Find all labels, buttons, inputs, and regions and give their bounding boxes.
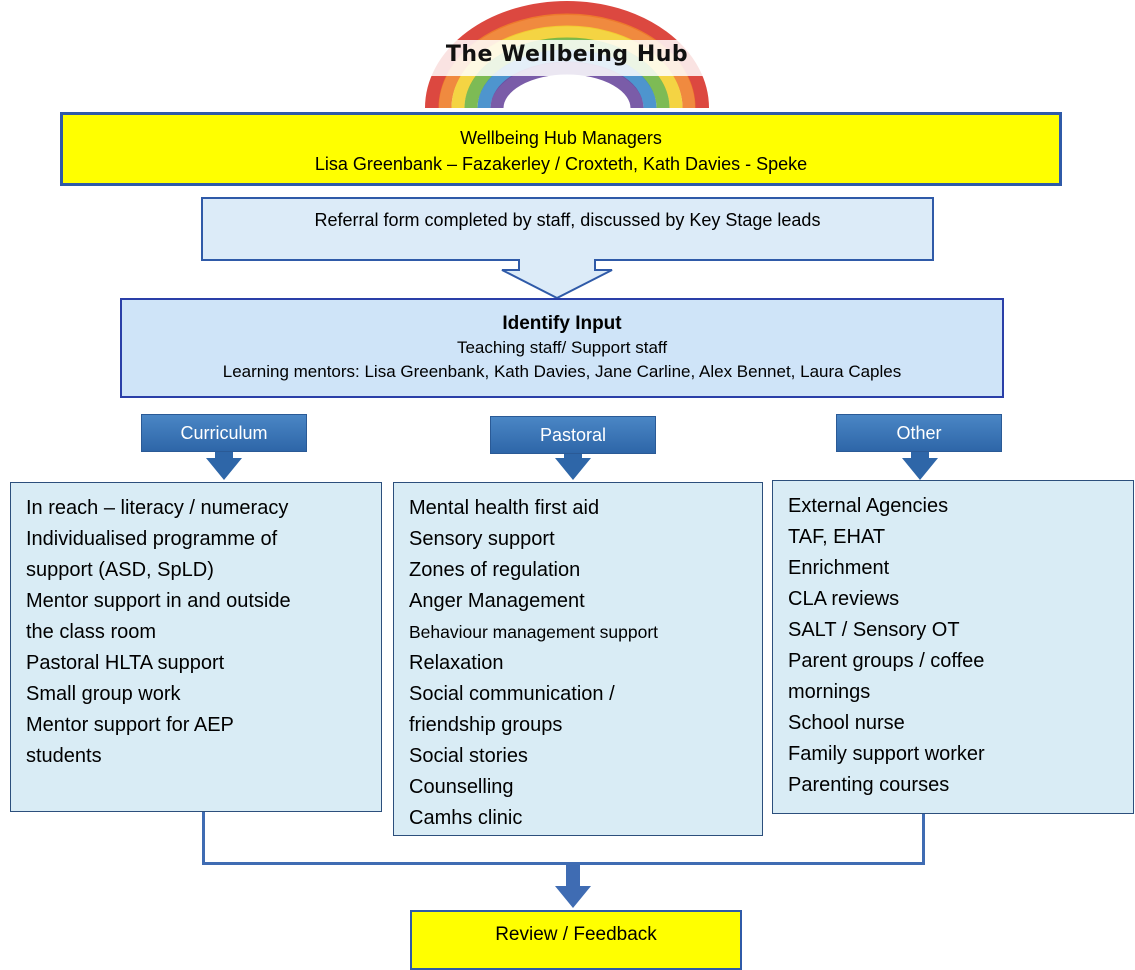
other-arrow-stem: [911, 452, 929, 460]
identify-mentors: Learning mentors: Lisa Greenbank, Kath D…: [222, 362, 902, 381]
other-arrow-icon: [902, 458, 938, 480]
curriculum-box: In reach – literacy / numeracy Individua…: [10, 482, 382, 812]
managers-names: Lisa Greenbank – Fazakerley / Croxteth, …: [314, 154, 808, 174]
list-item: Mentor support in and outside: [26, 590, 291, 612]
list-item: students: [26, 745, 102, 767]
pastoral-arrow-stem: [564, 454, 582, 460]
pastoral-arrow-icon: [555, 458, 591, 480]
connector-center-stem: [566, 864, 580, 888]
tab-curriculum: Curriculum: [141, 414, 307, 452]
identify-input-box: Identify Input Teaching staff/ Support s…: [120, 298, 1004, 398]
managers-heading: Wellbeing Hub Managers: [460, 128, 662, 148]
list-item: Social communication /: [409, 683, 615, 705]
list-item: Camhs clinic: [409, 807, 523, 829]
review-text: Review / Feedback: [495, 924, 657, 945]
pastoral-box: Mental health first aid Sensory support …: [393, 482, 763, 836]
list-item: friendship groups: [409, 714, 563, 736]
list-item: Enrichment: [788, 557, 890, 579]
other-box: External Agencies TAF, EHAT Enrichment C…: [772, 480, 1134, 814]
connector-right: [922, 814, 925, 864]
list-item: mornings: [788, 681, 871, 703]
list-item: Counselling: [409, 776, 514, 798]
list-item: Anger Management: [409, 590, 585, 612]
list-item: Small group work: [26, 683, 181, 705]
referral-text: Referral form completed by staff, discus…: [314, 210, 821, 230]
rainbow-logo-icon: [424, 1, 710, 108]
identify-staff: Teaching staff/ Support staff: [456, 338, 668, 357]
review-arrow-icon: [555, 886, 591, 908]
connector-horizontal: [202, 862, 925, 865]
list-item: Zones of regulation: [409, 559, 581, 581]
page-title: The Wellbeing Hub: [445, 42, 689, 67]
list-item: TAF, EHAT: [788, 526, 886, 548]
connector-left: [202, 812, 205, 864]
list-item: CLA reviews: [788, 588, 900, 610]
tab-other: Other: [836, 414, 1002, 452]
tab-pastoral: Pastoral: [490, 416, 656, 454]
list-item: External Agencies: [788, 495, 949, 517]
list-item: SALT / Sensory OT: [788, 619, 960, 641]
managers-box: Wellbeing Hub Managers Lisa Greenbank – …: [60, 112, 1062, 186]
list-item: Parent groups / coffee: [788, 650, 985, 672]
list-item: Parenting courses: [788, 774, 950, 796]
list-item: Pastoral HLTA support: [26, 652, 225, 674]
identify-title: Identify Input: [502, 313, 622, 334]
list-item: Sensory support: [409, 528, 555, 550]
list-item: Behaviour management support: [409, 622, 659, 642]
list-item: Social stories: [409, 745, 528, 767]
review-feedback-box: Review / Feedback: [410, 910, 742, 970]
list-item: Mental health first aid: [409, 497, 600, 519]
list-item: the class room: [26, 621, 157, 643]
list-item: support (ASD, SpLD): [26, 559, 214, 581]
list-item: Family support worker: [788, 743, 985, 765]
curriculum-arrow-icon: [206, 458, 242, 480]
list-item: School nurse: [788, 712, 905, 734]
list-item: In reach – literacy / numeracy: [26, 497, 289, 519]
referral-callout-shape: [201, 197, 934, 300]
list-item: Mentor support for AEP: [26, 714, 234, 736]
curriculum-arrow-stem: [215, 452, 233, 460]
list-item: Individualised programme of: [26, 528, 278, 550]
list-item: Relaxation: [409, 652, 504, 674]
